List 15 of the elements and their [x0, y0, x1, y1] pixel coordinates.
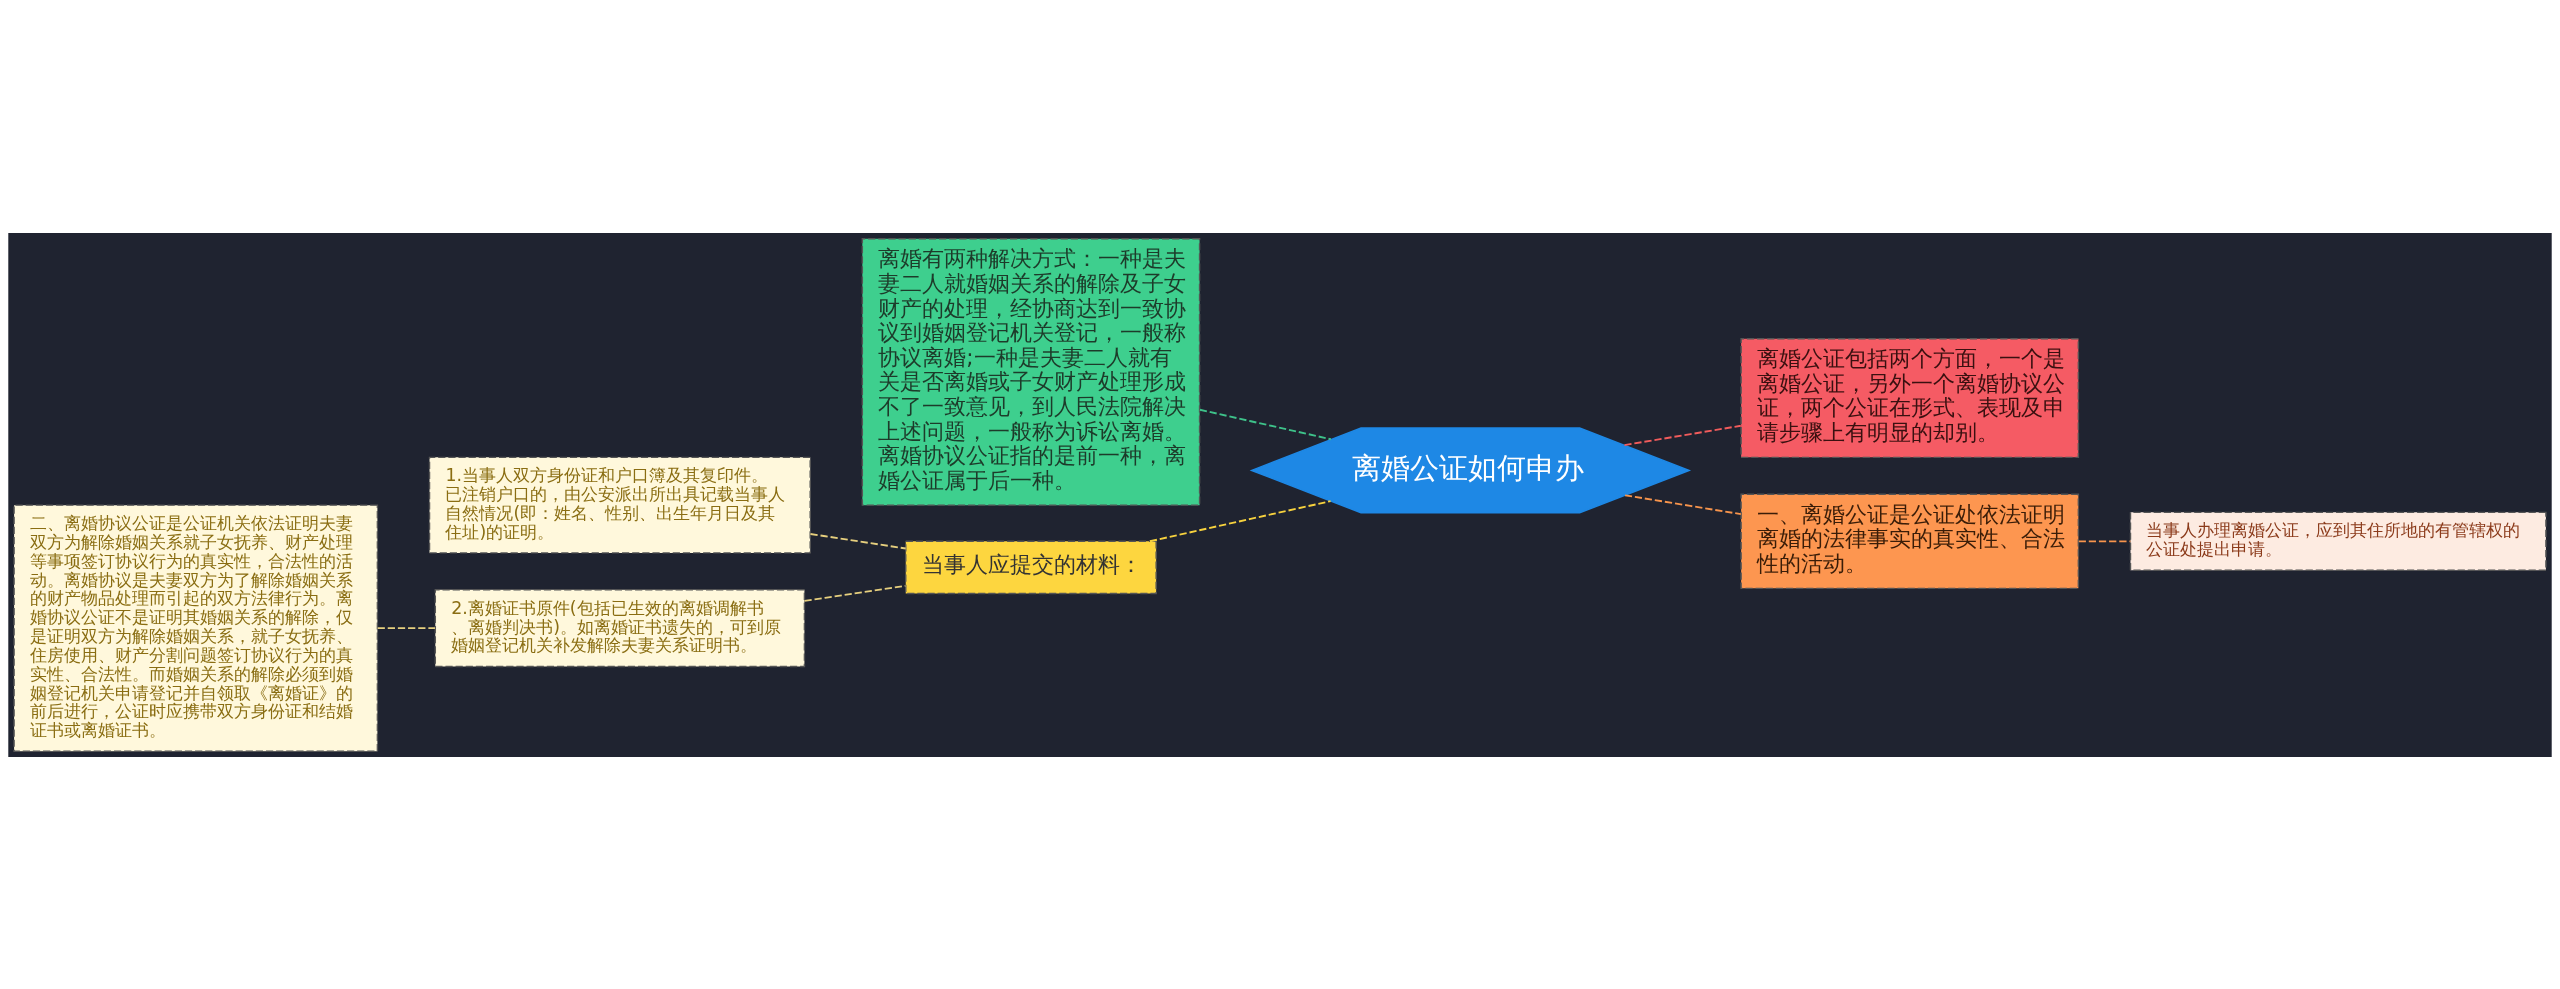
node-box: 离婚公证包括两个方面，一个是离婚公证，另外一个离婚协议公证，两个公证在形式、表现及申请步骤上有明显的却别。	[1740, 337, 2080, 458]
connector	[2077, 539, 2132, 542]
connector	[1624, 493, 1742, 515]
connector	[809, 532, 907, 549]
connector	[1199, 408, 1332, 440]
node-box: 当事人应提交的材料：	[905, 540, 1157, 594]
node-box: 1.当事人双方身份证和户口簿及其复印件。已注销户口的，由公安派出所出具记载当事人自然情况(即：姓名、性别、出生年月日及其住址)的证明。	[428, 456, 811, 554]
node-box: 一、离婚公证是公证处依法证明离婚的法律事实的真实性、合法性的活动。	[1740, 493, 2080, 589]
node-box: 2.离婚证书原件(包括已生效的离婚调解书、离婚判决书)。如离婚证书遗失的，可到原婚姻登记机关补发解除夫妻关系证明书。	[434, 588, 806, 667]
connector	[1149, 499, 1332, 542]
node-box: 二、离婚协议公证是公证机关依法证明夫妻双方为解除婚姻关系就子女抚养、财产处理等事项签订协议行为的真实性，合法性的活动。离婚协议是夫妻双方为了解除婚姻关系的财产物品处理而引起的双方法律行为。离婚协议公证不是证明其婚姻关系的解除，仅是证明双方为解除婚姻关系，就子女抚养、住房使用、财产分割问题签订协议行为的真实性、合法性。而婚姻关系的解除必须到婚姻登记机关申请登记并自领取《离婚证》的前后进行，公证时应携带双方身份证和结婚证书或离婚证书。	[13, 503, 379, 752]
connector	[376, 626, 436, 629]
node-box: 离婚有两种解决方式：一种是夫妻二人就婚姻关系的解除及子女财产的处理，经协商达到一致协议到婚姻登记机关登记，一般称协议离婚;一种是夫妻二人就有关是否离婚或子女财产处理形成不了一致意见，到人民法院解决上述问题，一般称为诉讼离婚。离婚协议公证指的是前一种，离婚公证属于后一种。	[861, 237, 1201, 506]
node-box: 当事人办理离婚公证，应到其住所地的有管辖权的公证处提出申请。	[2129, 511, 2547, 571]
connector	[1623, 424, 1742, 446]
